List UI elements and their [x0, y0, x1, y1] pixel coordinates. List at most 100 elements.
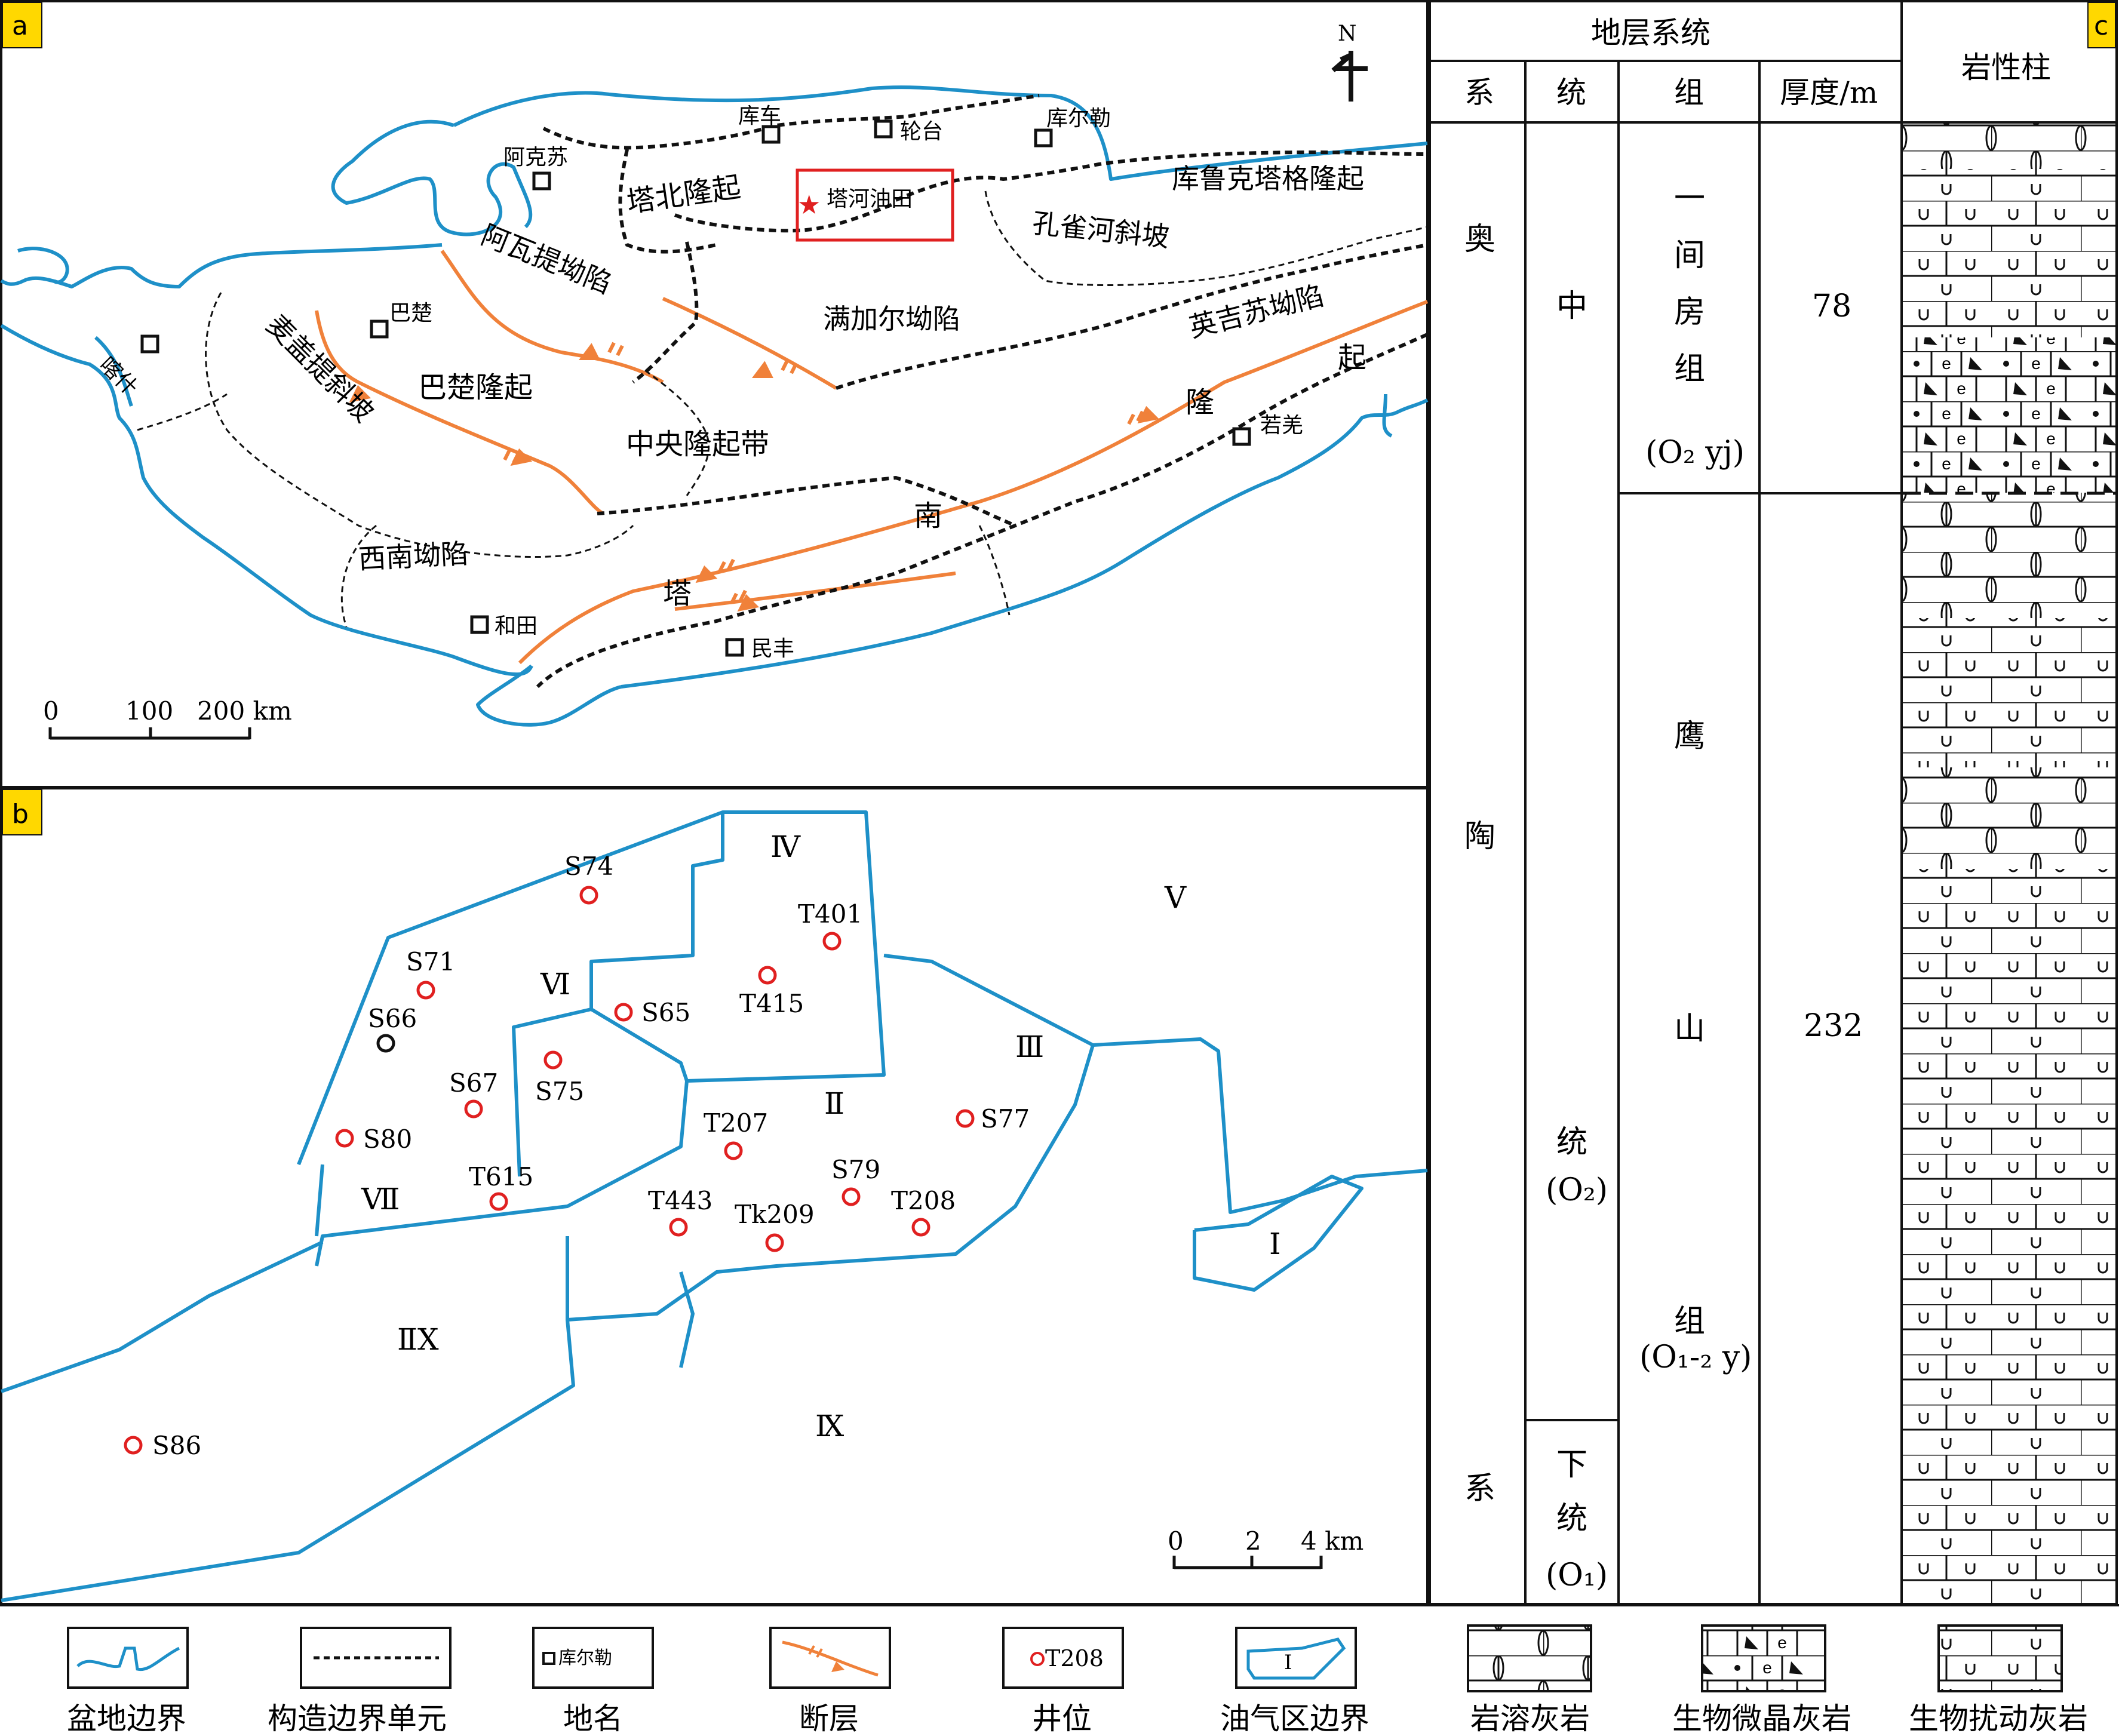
formation-lower-c1: 鹰	[1674, 718, 1705, 754]
zone-V: Ⅴ	[1164, 880, 1187, 915]
legend-fault-icon	[782, 1640, 879, 1677]
well-S77: S77	[981, 1104, 1030, 1133]
formation-lower-c2: 山	[1674, 1011, 1705, 1047]
well-S74: S74	[564, 852, 613, 881]
formation-upper-c1: 一	[1674, 181, 1705, 217]
formation-upper-c3: 房	[1674, 294, 1705, 330]
formation-lower-code: (O₁-₂ y)	[1639, 1339, 1752, 1375]
tahe-oilfield-box	[796, 168, 954, 242]
basin-boundary-inner	[94, 336, 133, 407]
legend-basin-box	[67, 1627, 189, 1689]
well-marker-S86	[124, 1436, 143, 1455]
legend-well-icon	[1030, 1652, 1045, 1666]
formation-lower-c3: 组	[1674, 1304, 1705, 1339]
basin-boundary	[0, 85, 1429, 727]
well-marker-S80	[335, 1129, 354, 1148]
place-marker-akesu	[532, 171, 551, 191]
zone-IX: Ⅸ	[815, 1409, 844, 1443]
legend: 盆地边界 构造边界单元 库尔勒 地名 断层 T208 井位 Ⅰ 油气区边界 岩溶…	[0, 1604, 2119, 1736]
panel-a-label-bg	[2, 2, 42, 48]
legend-place-label: 地名	[563, 1701, 623, 1736]
litho-karst-lower	[1903, 767, 2115, 869]
legend-bioturb-label: 生物扰动灰岩	[1909, 1701, 2088, 1736]
well-S65: S65	[641, 998, 690, 1027]
system-c3: 系	[1464, 1471, 1495, 1507]
panel-c-label: c	[2094, 11, 2108, 41]
header-zu: 组	[1674, 75, 1704, 110]
place-hetian: 和田	[495, 614, 538, 638]
structural-boundaries	[536, 94, 1429, 689]
place-marker-kashi	[140, 334, 159, 354]
litho-bioturbated-lower	[1903, 869, 2115, 1603]
series-low-c1: 下	[1556, 1447, 1587, 1483]
legend-basin-icon	[76, 1646, 180, 1672]
well-marker-S75	[543, 1050, 563, 1070]
formation-upper-c4: 组	[1674, 351, 1705, 387]
legend-place-sample: 库尔勒	[558, 1648, 612, 1669]
zone-VII: Ⅶ	[361, 1182, 400, 1216]
place-marker-kuerle	[1034, 128, 1053, 148]
litho-karst-top	[1903, 124, 2115, 169]
series-mid-c2: 统	[1556, 1124, 1587, 1160]
well-markers	[124, 886, 975, 1455]
series-mid-c1: 中	[1556, 288, 1587, 324]
scale-b-2: 2	[1245, 1526, 1261, 1556]
well-T443: T443	[648, 1186, 713, 1215]
well-marker-T415	[758, 966, 777, 985]
place-ruoqiang: 若羌	[1260, 413, 1303, 438]
well-S75: S75	[535, 1077, 584, 1106]
panel-b-label: b	[12, 799, 29, 829]
well-S79: S79	[831, 1155, 880, 1184]
legend-place-icon	[542, 1652, 555, 1665]
place-marker-ruoqiang	[1232, 427, 1251, 446]
well-T415: T415	[739, 989, 804, 1018]
place-akesu: 阿克苏	[503, 145, 568, 170]
litho-bioturbated-mid	[1903, 618, 2115, 767]
header-tong: 统	[1556, 75, 1586, 110]
oilgas-zone-boundaries	[1, 810, 1428, 1602]
well-marker-T443	[669, 1218, 688, 1237]
place-marker-luntai	[874, 119, 893, 139]
place-marker-hetian	[470, 615, 489, 634]
litho-karst-mid	[1903, 493, 2115, 618]
legend-micrite-label: 生物微晶灰岩	[1672, 1701, 1851, 1736]
legend-well-sample: T208	[1045, 1645, 1104, 1672]
place-kuche: 库车	[738, 104, 781, 128]
scale-bar-a: 0 100 200 km	[43, 696, 292, 740]
well-T615: T615	[469, 1162, 533, 1191]
scale-a-100: 100	[125, 696, 173, 726]
well-marker-T208	[911, 1218, 930, 1237]
zone-IV: Ⅳ	[770, 829, 801, 864]
legend-oilgas-sample: Ⅰ	[1284, 1651, 1292, 1674]
north-arrow-icon	[1331, 51, 1368, 102]
place-marker-bachu	[370, 319, 389, 339]
header-lithology: 岩性柱	[1961, 50, 2051, 85]
panel-a-label: a	[12, 11, 28, 41]
place-marker-kuche	[761, 125, 781, 144]
scale-bar-b: 0 2 4 km	[1168, 1526, 1363, 1569]
zone-II: Ⅱ	[824, 1086, 844, 1121]
series-mid-code: (O₂)	[1546, 1172, 1608, 1208]
well-T208: T208	[891, 1186, 956, 1215]
well-S80: S80	[363, 1124, 412, 1154]
well-S66: S66	[368, 1004, 417, 1033]
well-marker-S66	[376, 1034, 395, 1053]
zone-III: Ⅲ	[1015, 1030, 1044, 1064]
well-marker-T401	[822, 932, 842, 951]
panel-a-map: a	[0, 0, 1429, 788]
formation-upper-c2: 间	[1674, 238, 1705, 274]
panel-c-label-bg	[2087, 2, 2116, 48]
legend-karst-icon	[1467, 1624, 1592, 1692]
well-marker-S79	[842, 1187, 861, 1206]
well-marker-S65	[614, 1003, 633, 1022]
unit-manjiaer: 满加尔坳陷	[823, 303, 960, 335]
place-marker-minfeng	[725, 638, 744, 657]
panel-b-map: b	[0, 787, 1429, 1605]
well-S67: S67	[449, 1068, 498, 1098]
header-stratigraphy: 地层系统	[1591, 16, 1710, 50]
panel-b-label-bg	[2, 789, 42, 835]
oilfield-star: ★	[797, 190, 821, 220]
series-low-code: (O₁)	[1546, 1557, 1608, 1593]
